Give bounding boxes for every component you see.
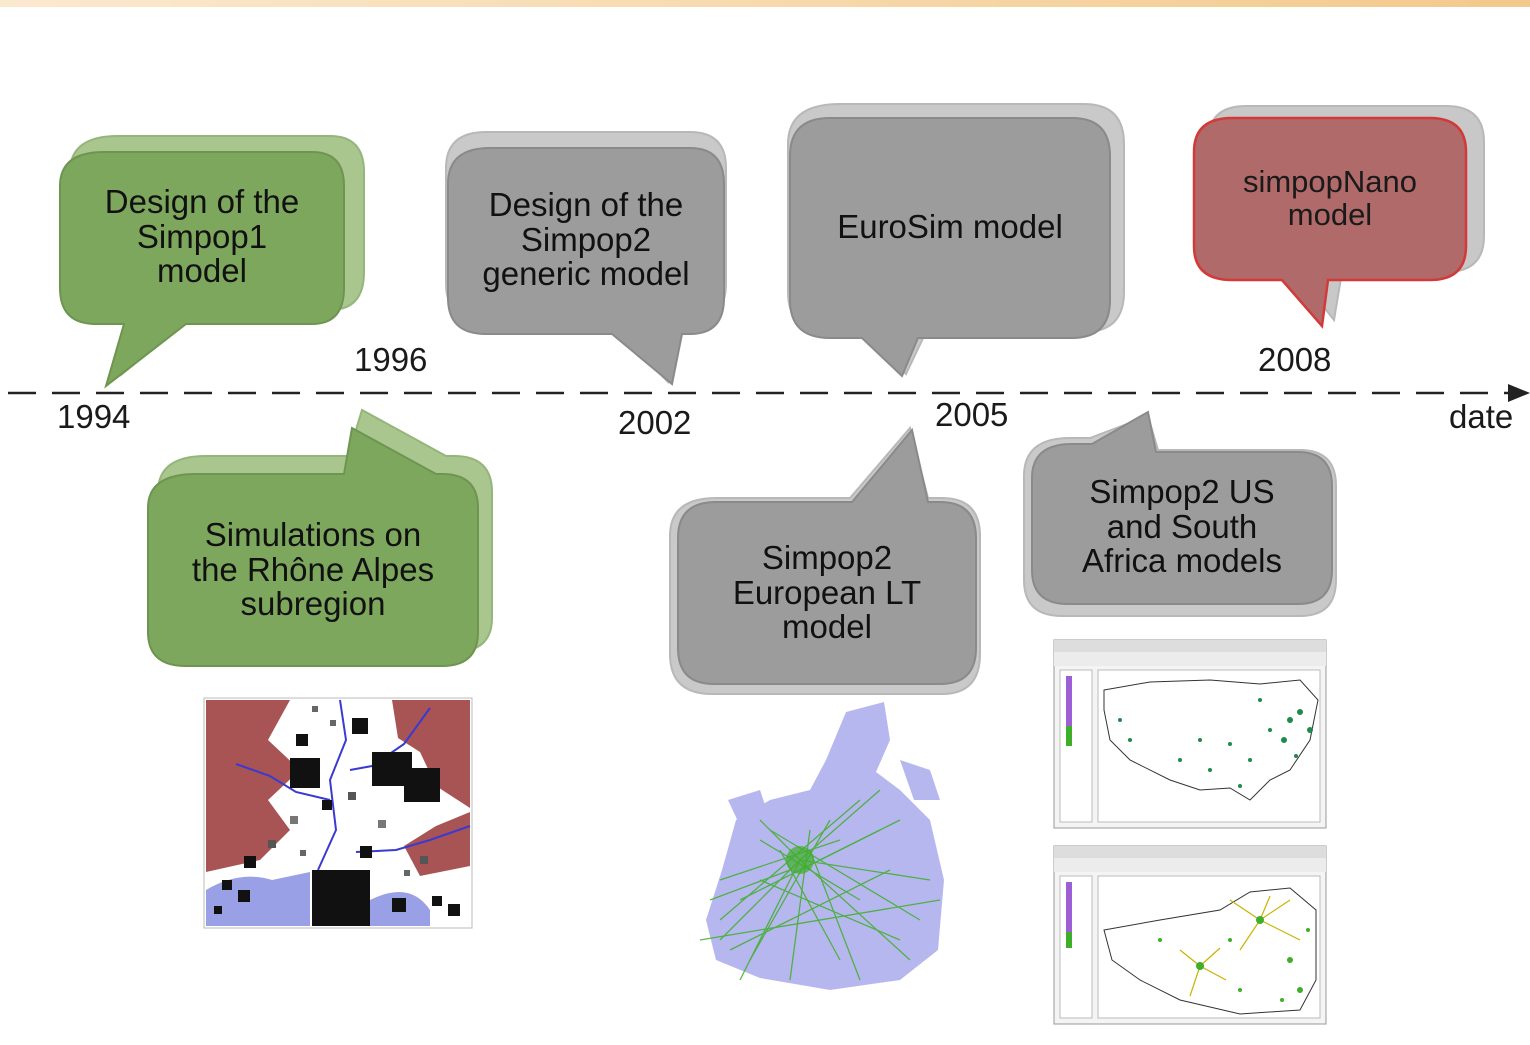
bubble-european-lt-text: Simpop2 European LT model [732,538,922,646]
bubble-us-sa-text: Simpop2 US and South Africa models [1082,472,1282,580]
bubble-simpop1-text: Design of the Simpop1 model [104,182,300,290]
bubble-rhone [147,408,493,667]
year-label-1996: 1996 [354,341,428,378]
us-map-thumbnail [1053,639,1327,829]
top-accent-bar [0,0,1530,7]
bubble-nano-text: simpopNano model [1242,164,1418,232]
rhone-grid-thumbnail [203,697,473,929]
bubble-simpop1 [59,135,365,389]
bubble-rhone-text: Simulations on the Rhône Alpes subregion [191,515,435,623]
year-label-2005: 2005 [935,396,1009,433]
bubble-simpop2-text: Design of the Simpop2 generic model [482,185,690,293]
bubble-eurosim [787,103,1125,378]
bubble-eurosim-text: EuroSim model [837,207,1063,245]
bubble-us-sa [1023,410,1337,617]
year-label-2002: 2002 [618,404,692,441]
europe-network-thumbnail [699,702,944,990]
axis-arrowhead [1508,384,1530,402]
year-label-2008: 2008 [1258,341,1332,378]
bubble-simpop2 [445,131,727,386]
axis-label-date: date [1449,398,1514,435]
year-label-1994: 1994 [57,398,131,435]
south-africa-map-thumbnail [1053,845,1327,1025]
bubble-european-lt [669,425,981,695]
bubble-nano [1192,105,1485,329]
